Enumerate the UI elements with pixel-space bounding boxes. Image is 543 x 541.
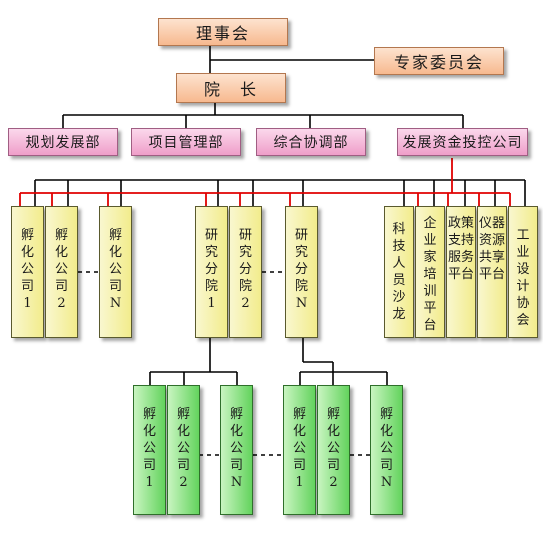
incubator-top-2: 孵化公司2 bbox=[45, 206, 78, 338]
branch-2: 研究分院2 bbox=[229, 206, 262, 338]
incubator-left-n: 孵化公司N bbox=[220, 385, 253, 515]
dept-project-box: 项目管理部 bbox=[131, 128, 241, 156]
expert-committee-box: 专家委员会 bbox=[374, 47, 504, 75]
branch-n: 研究分院N bbox=[285, 206, 318, 338]
incubator-left-2: 孵化公司2 bbox=[167, 385, 200, 515]
platform-policy-service: 政策支持服务平台 bbox=[446, 206, 476, 338]
incubator-right-1: 孵化公司1 bbox=[283, 385, 316, 515]
incubator-left-1: 孵化公司1 bbox=[133, 385, 166, 515]
dept-fund-company-box: 发展资金投控公司 bbox=[397, 128, 528, 156]
platform-entrepreneur-training: 企业家培训平台 bbox=[415, 206, 445, 338]
incubator-top-n: 孵化公司N bbox=[99, 206, 132, 338]
platform-salon: 科技人员沙龙 bbox=[384, 206, 414, 338]
platform-instrument-sharing: 仪器资源共享平台 bbox=[477, 206, 507, 338]
dean-box: 院 长 bbox=[176, 73, 286, 103]
dept-planning-box: 规划发展部 bbox=[8, 128, 118, 156]
council-box: 理事会 bbox=[158, 18, 288, 46]
branch-1: 研究分院1 bbox=[195, 206, 228, 338]
dept-coordination-box: 综合协调部 bbox=[256, 128, 366, 156]
incubator-top-1: 孵化公司1 bbox=[11, 206, 44, 338]
incubator-right-2: 孵化公司2 bbox=[317, 385, 350, 515]
platform-industrial-design: 工业设计协会 bbox=[508, 206, 538, 338]
incubator-right-n: 孵化公司N bbox=[370, 385, 403, 515]
